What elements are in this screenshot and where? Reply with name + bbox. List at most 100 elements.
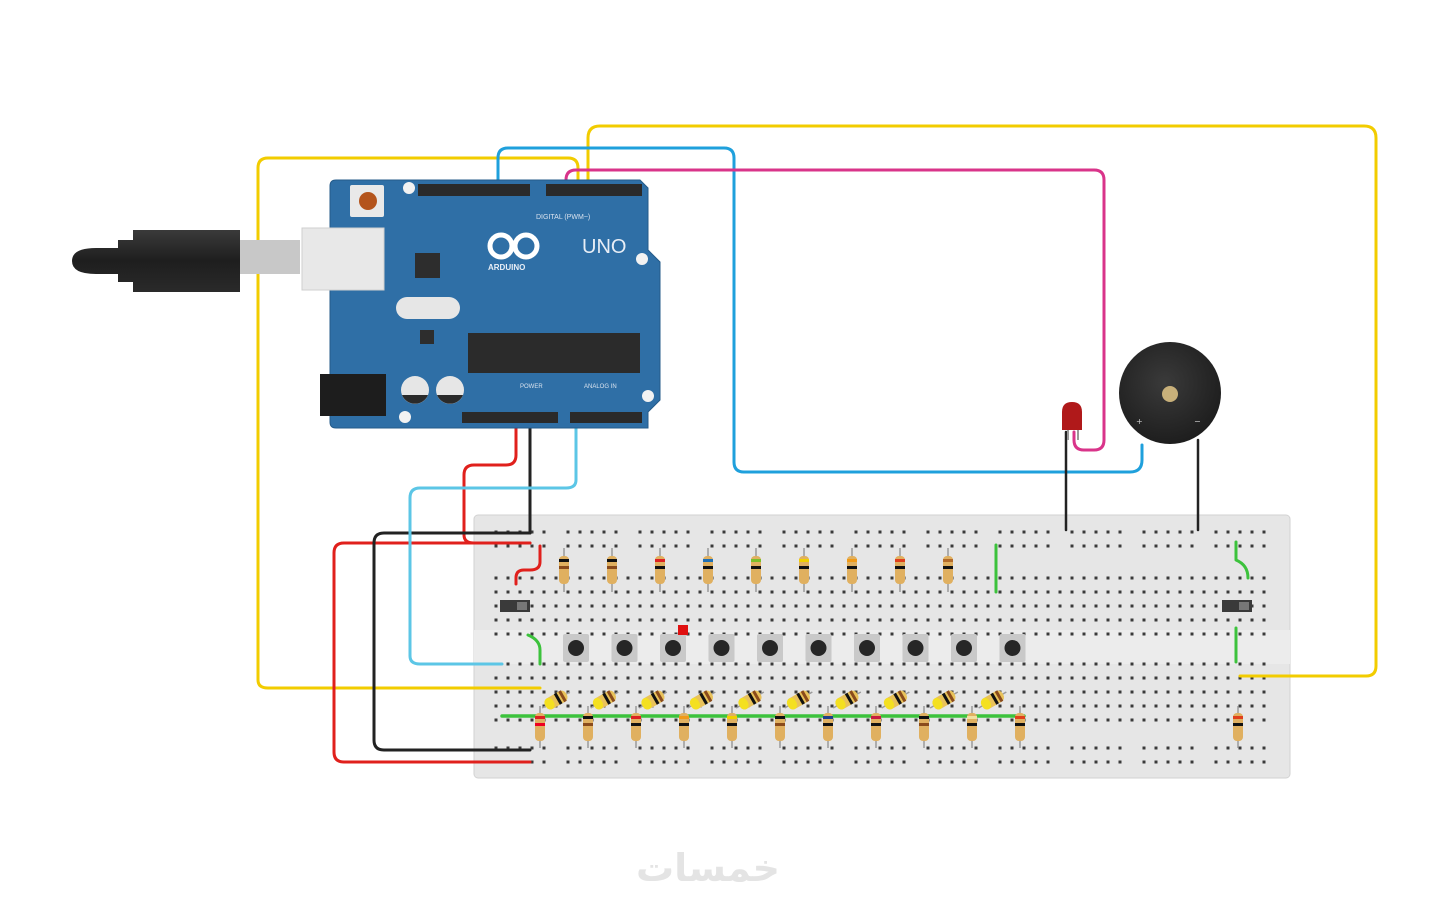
slide-switch[interactable] [1222, 600, 1252, 612]
breadboard-hole [1238, 530, 1242, 534]
breadboard-hole [962, 590, 966, 594]
breadboard-hole [878, 632, 882, 636]
push-button[interactable] [805, 634, 832, 662]
breadboard-hole [1178, 604, 1182, 608]
breadboard-hole [602, 676, 606, 680]
breadboard-hole [962, 604, 966, 608]
breadboard-hole [878, 760, 882, 764]
breadboard-hole [734, 590, 738, 594]
breadboard-hole [578, 746, 582, 750]
breadboard-hole [1010, 662, 1014, 666]
push-button[interactable] [563, 634, 589, 662]
breadboard-hole [770, 704, 774, 708]
breadboard-hole [1010, 704, 1014, 708]
breadboard-hole [494, 604, 498, 608]
breadboard-hole [794, 632, 798, 636]
breadboard-hole [1166, 676, 1170, 680]
breadboard-hole [782, 746, 786, 750]
push-button[interactable] [951, 634, 977, 662]
breadboard-hole [818, 704, 822, 708]
breadboard-hole [686, 760, 690, 764]
wire-red-power [462, 413, 532, 545]
breadboard-hole [1190, 544, 1194, 548]
breadboard-hole [542, 576, 546, 580]
breadboard-hole [554, 618, 558, 622]
breadboard-hole [638, 530, 642, 534]
breadboard-hole [974, 576, 978, 580]
breadboard-hole [806, 704, 810, 708]
breadboard-hole [1262, 690, 1266, 694]
breadboard-hole [938, 662, 942, 666]
breadboard-hole [914, 604, 918, 608]
breadboard-hole [890, 590, 894, 594]
resistor-bottom [679, 706, 689, 748]
breadboard-hole [614, 718, 618, 722]
breadboard-hole [1262, 590, 1266, 594]
breadboard-hole [590, 632, 594, 636]
breadboard-hole [938, 676, 942, 680]
breadboard-hole [926, 576, 930, 580]
breadboard-hole [878, 618, 882, 622]
breadboard-hole [674, 746, 678, 750]
resistor-bottom [1015, 706, 1025, 748]
breadboard-hole [590, 760, 594, 764]
breadboard-hole [1130, 718, 1134, 722]
breadboard-hole [1214, 530, 1218, 534]
breadboard-hole [950, 718, 954, 722]
breadboard-hole [1118, 576, 1122, 580]
breadboard-hole [698, 690, 702, 694]
wire-yellow-left [256, 156, 580, 690]
breadboard-hole [1250, 618, 1254, 622]
breadboard-hole [1094, 590, 1098, 594]
breadboard-hole [698, 576, 702, 580]
breadboard-hole [950, 632, 954, 636]
breadboard-hole [1046, 690, 1050, 694]
breadboard-hole [830, 760, 834, 764]
breadboard-hole [1034, 632, 1038, 636]
breadboard-hole [746, 618, 750, 622]
breadboard-hole [614, 676, 618, 680]
slide-switch[interactable] [500, 600, 530, 612]
breadboard-hole [902, 718, 906, 722]
breadboard-hole [746, 676, 750, 680]
breadboard-hole [710, 760, 714, 764]
breadboard-hole [1082, 746, 1086, 750]
push-button[interactable] [611, 634, 638, 662]
breadboard-hole [782, 590, 786, 594]
breadboard-hole [1178, 632, 1182, 636]
resistor-top [559, 548, 569, 592]
breadboard-hole [962, 718, 966, 722]
breadboard-hole [686, 746, 690, 750]
breadboard-hole [1070, 760, 1074, 764]
breadboard-hole [974, 662, 978, 666]
breadboard-hole [782, 618, 786, 622]
breadboard-hole [1226, 530, 1230, 534]
push-button[interactable] [708, 634, 735, 662]
push-button[interactable] [902, 634, 929, 662]
breadboard-hole [698, 632, 702, 636]
breadboard-hole [638, 704, 642, 708]
breadboard-hole [986, 718, 990, 722]
push-button[interactable] [660, 634, 686, 662]
breadboard-hole [1202, 618, 1206, 622]
breadboard-hole [1190, 530, 1194, 534]
push-button[interactable] [999, 634, 1026, 662]
breadboard-hole [1154, 544, 1158, 548]
breadboard-hole [866, 676, 870, 680]
breadboard-hole [890, 530, 894, 534]
breadboard-hole [566, 676, 570, 680]
breadboard-hole [506, 676, 510, 680]
breadboard-hole [1238, 690, 1242, 694]
breadboard-hole [1226, 760, 1230, 764]
breadboard-hole [1118, 676, 1122, 680]
breadboard-hole [1154, 576, 1158, 580]
push-button[interactable] [757, 634, 783, 662]
breadboard-hole [686, 590, 690, 594]
breadboard-hole [1010, 746, 1014, 750]
breadboard-hole [902, 590, 906, 594]
breadboard-hole [1106, 718, 1110, 722]
breadboard-hole [626, 576, 630, 580]
push-button[interactable] [854, 634, 880, 662]
breadboard-hole [1034, 676, 1038, 680]
breadboard-hole [722, 676, 726, 680]
